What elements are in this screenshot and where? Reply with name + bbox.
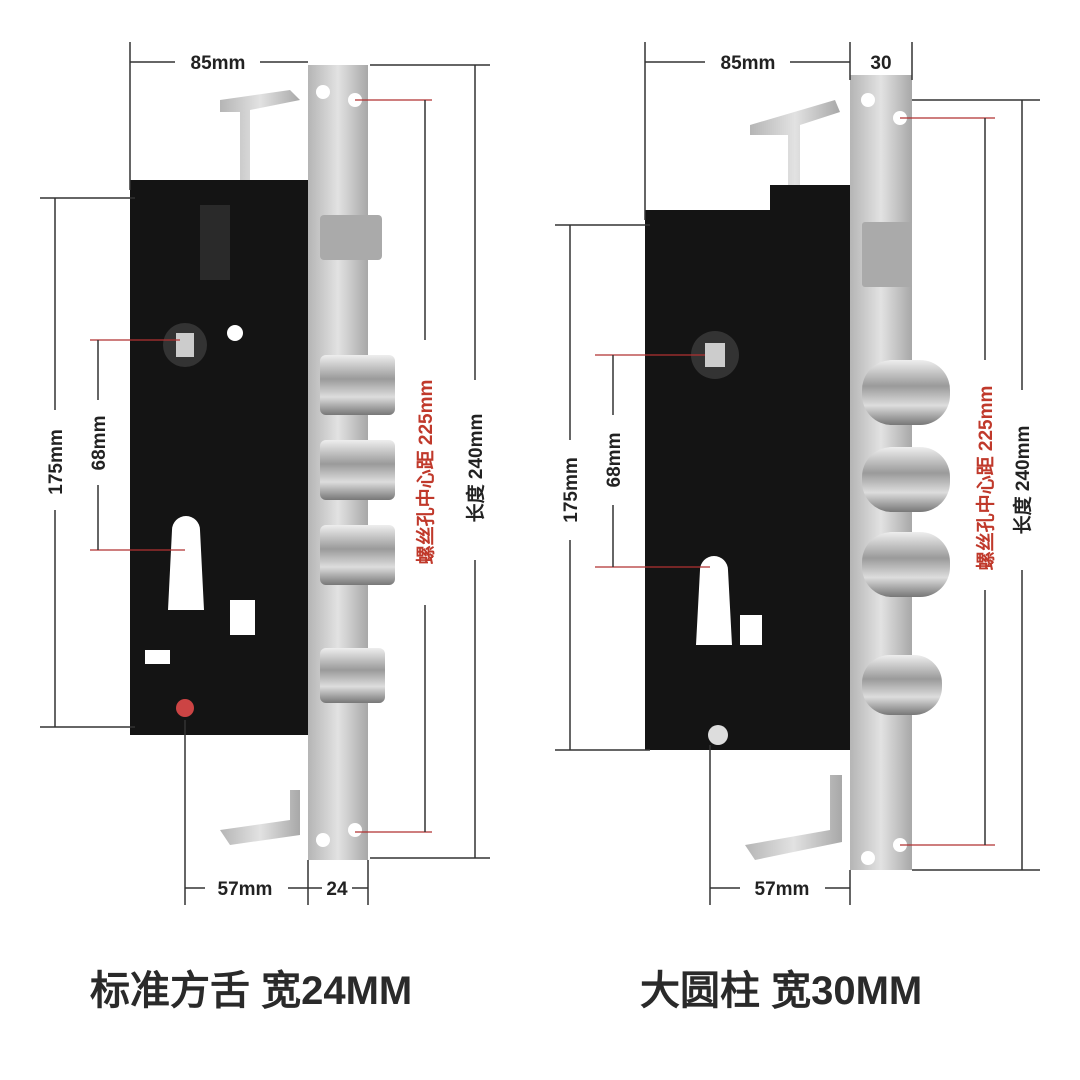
left-caption: 标准方舌 宽24MM — [90, 969, 413, 1013]
right-dimensions: 85mm 30 175mm 68mm 螺丝孔中心距 225mm 长度 240mm… — [555, 42, 1040, 905]
deadbolt — [320, 648, 385, 703]
backset-label: 57mm — [755, 879, 810, 900]
spacing-label: 68mm — [89, 416, 110, 471]
spacing-label: 68mm — [604, 433, 625, 488]
handle-spindle-hole — [705, 343, 725, 367]
cylinder-hole — [696, 556, 732, 645]
right-caption: 大圆柱 宽30MM — [640, 969, 923, 1013]
bottom-hook-bracket — [220, 790, 300, 845]
length-label: 长度 240mm — [1011, 426, 1034, 535]
bottom-hook-bracket — [745, 775, 842, 860]
cylinder-hole — [168, 516, 204, 610]
top-hook-bracket — [220, 90, 300, 185]
screw-spacing-label: 螺丝孔中心距 225mm — [974, 386, 997, 571]
height-label: 175mm — [561, 457, 582, 523]
square-bolt — [320, 355, 395, 415]
width-label: 85mm — [191, 53, 246, 74]
screw-spacing-label: 螺丝孔中心距 225mm — [414, 380, 437, 565]
latch-bolt — [320, 215, 382, 260]
height-label: 175mm — [46, 429, 67, 495]
backset-label: 57mm — [218, 879, 273, 900]
left-dimensions: 85mm 175mm 68mm 螺丝孔中心距 225mm 长度 240mm 57… — [40, 42, 490, 905]
length-label: 长度 240mm — [464, 414, 487, 523]
faceplate-width-label: 24 — [326, 879, 348, 900]
cylindrical-bolt — [862, 532, 950, 597]
handle-spindle-hole — [176, 333, 194, 357]
cylindrical-bolt — [862, 447, 950, 512]
lock-body — [645, 210, 850, 750]
width-label: 85mm — [721, 53, 776, 74]
right-mortise-lock — [645, 75, 950, 870]
screw-hole — [708, 725, 728, 745]
left-mortise-lock — [130, 65, 395, 860]
cylindrical-bolt — [862, 360, 950, 425]
top-hook-bracket — [750, 100, 840, 190]
screw-hole — [176, 699, 194, 717]
square-bolt — [320, 525, 395, 585]
latch-bolt — [862, 222, 912, 287]
square-bolt — [320, 440, 395, 500]
cylindrical-bolt — [862, 655, 942, 715]
faceplate-width-label: 30 — [870, 53, 891, 74]
